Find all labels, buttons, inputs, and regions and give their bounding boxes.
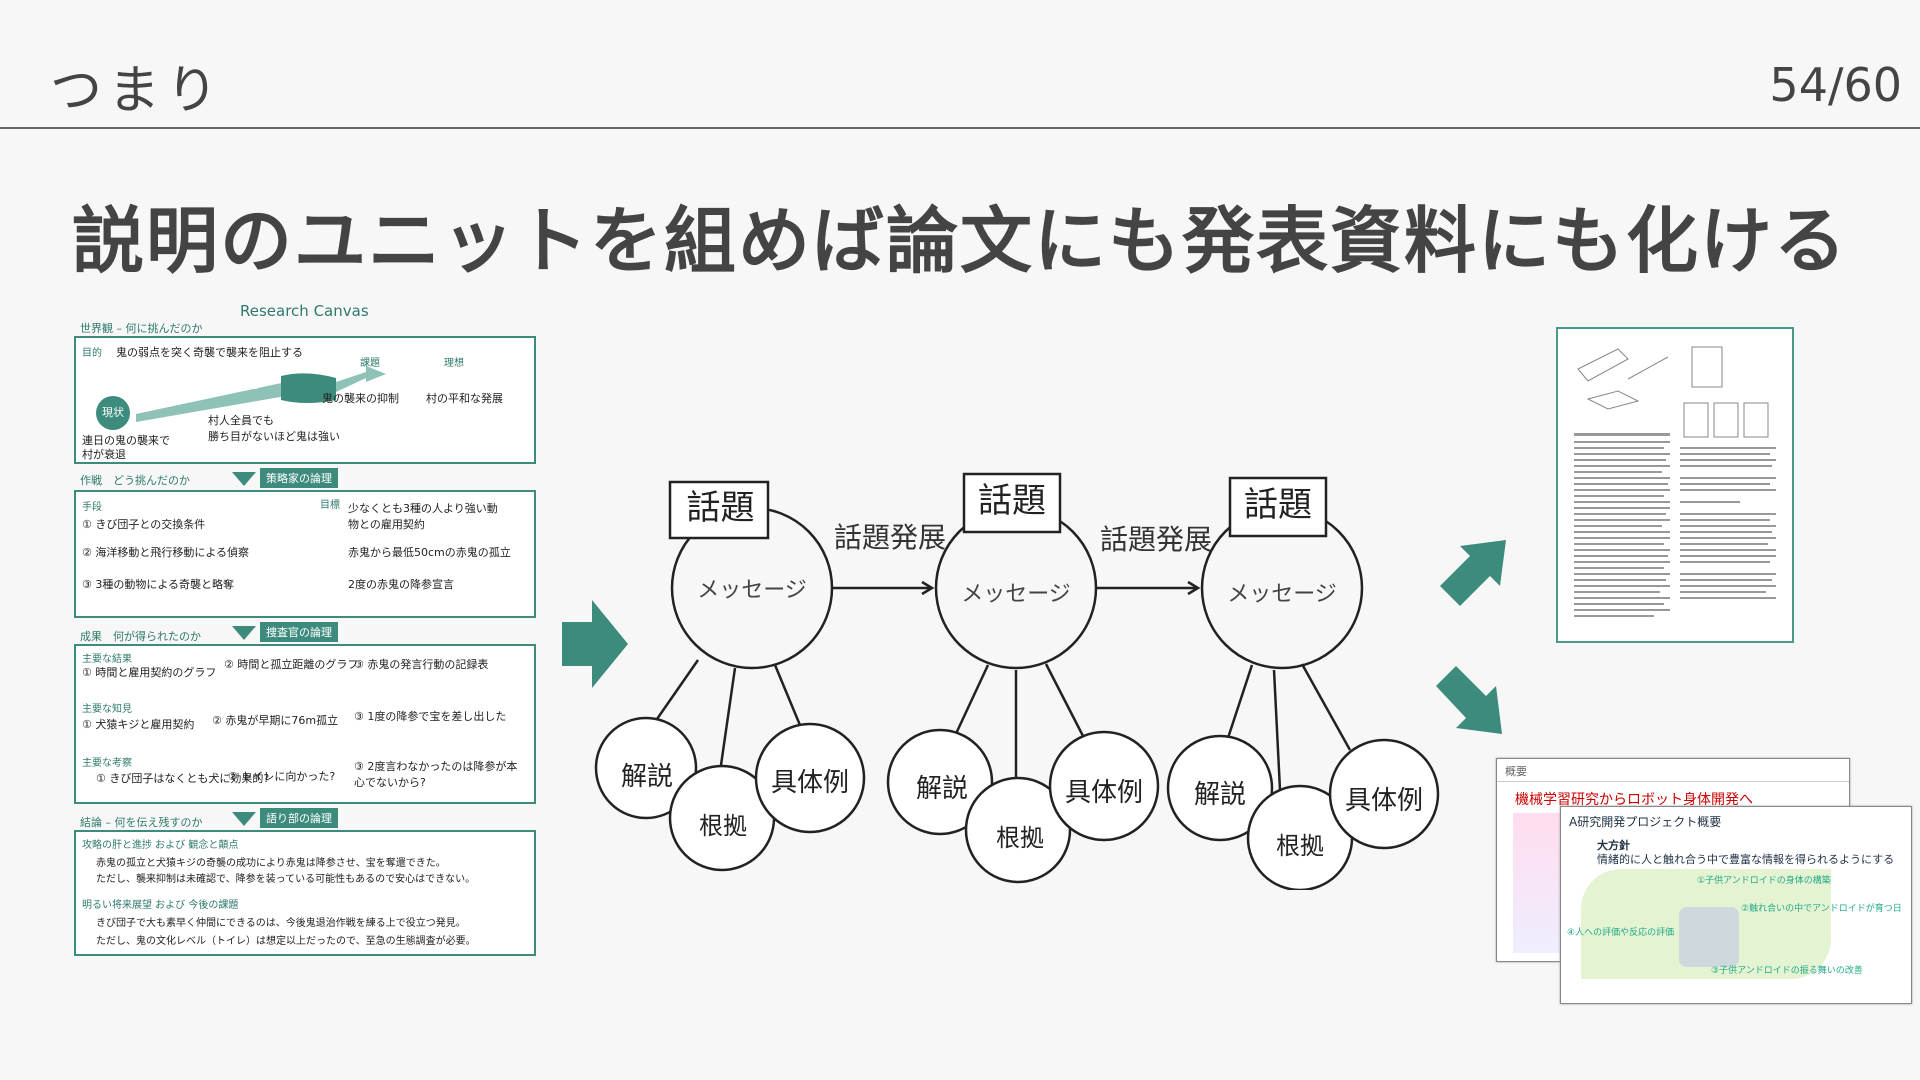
problem-tag: 問題 [236, 378, 258, 391]
arrow-to-slides-icon [1436, 666, 1502, 734]
means-1: ① きび団子との交換条件 [82, 518, 206, 531]
paper-content-graphic [1574, 346, 1776, 617]
result-3: ③ 赤鬼の発言行動の記録表 [354, 658, 489, 671]
slide-back-header: 概要 [1505, 765, 1527, 778]
example-label-3: 具体例 [1344, 786, 1423, 816]
message-label-2: メッセージ [961, 582, 1071, 607]
slide-front-title: A研究開発プロジェクト概要 [1569, 815, 1722, 829]
topic-development-label-2: 話題発展 [1100, 523, 1213, 556]
topic-development-label-1: 話題発展 [834, 521, 947, 554]
slide-headline: 説明のユニットを組めば論文にも発表資料にも化ける [71, 199, 1848, 283]
finding-2: ② 赤鬼が早期に76m孤立 [212, 714, 339, 727]
topic-label-1: 話題 [686, 488, 755, 528]
example-label-2: 具体例 [1064, 778, 1143, 808]
main-findings-label: 主要な知見 [82, 704, 132, 715]
means-2: ② 海洋移動と飛行移動による偵察 [82, 546, 250, 559]
goal-label: 目標 [320, 500, 340, 511]
section-label: つまり [50, 61, 225, 121]
message-label-1: メッセージ [697, 578, 807, 603]
explain-label-1: 解説 [620, 762, 673, 792]
canvas-title: Research Canvas [240, 302, 369, 320]
conclusion-text-3: きび団子で大も素早く仲間にできるのは、今後鬼退治作戦を練る上で役立つ発見。 [96, 918, 466, 929]
explain-label-3: 解説 [1193, 780, 1246, 810]
explanation-units-diagram [594, 472, 1440, 890]
conclusion-panel: 攻略の肝と進捗 および 観念と顛点 赤鬼の孤立と犬猿キジの奇襲の成功により赤鬼は… [74, 830, 536, 956]
result-1: ① 時間と雇用契約のグラフ [82, 666, 217, 679]
down-arrow-icon [232, 812, 256, 826]
topic-label-2: 話題 [978, 481, 1046, 521]
slide-front-sub: 情緒的に人と触れ合う中で豊富な情報を得られるようにする [1597, 853, 1895, 866]
conclusion-sub-1: 攻略の肝と進捗 および 観念と顛点 [82, 840, 239, 851]
current-text-1: 連日の鬼の襲来で [82, 434, 170, 447]
conclusion-sub-2: 明るい将来展望 および 今後の課題 [82, 900, 239, 911]
issue-text: 鬼の襲来の抑制 [322, 392, 399, 405]
progress-arrow-graphic [136, 366, 386, 422]
slide-item-3: ③子供アンドロイドの振る舞いの改善 [1711, 966, 1863, 976]
slide-back-timeline [1513, 813, 1563, 953]
slide-item-2: ②触れ合いの中でアンドロイドが育つ日 [1741, 904, 1902, 914]
conclusion-tag: 語り部の論理 [260, 808, 338, 828]
header-divider [0, 127, 1920, 129]
finding-1: ① 犬猿キジと雇用契約 [82, 718, 195, 731]
example-label-1: 具体例 [770, 768, 849, 798]
goal-3: 2度の赤鬼の降参宣言 [348, 578, 454, 591]
down-arrow-icon [232, 472, 256, 486]
strategy-label: 作戦 どう挑んだのか [80, 474, 190, 487]
topic-label-3: 話題 [1244, 485, 1312, 525]
slide-item-4: ④人への評価や反応の評価 [1567, 928, 1675, 938]
basis-label-2: 根拠 [996, 824, 1044, 852]
purpose-text: 鬼の弱点を突く奇襲で襲来を阻止する [116, 346, 303, 359]
goal-2: 赤鬼から最低50cmの赤鬼の孤立 [348, 546, 511, 559]
down-arrow-icon [232, 626, 256, 640]
slide-header: つまり 54/60 [0, 0, 1920, 130]
conclusion-label: 結論 – 何を伝え残すのか [80, 816, 203, 829]
goal-1: 少なくとも3種の人より強い動物との雇用契約 [348, 502, 498, 531]
strategy-tag: 策略家の論理 [260, 468, 338, 488]
right-arrow-icon [562, 600, 628, 688]
page-number: 54/60 [1769, 58, 1902, 112]
ideal-tag: 理想 [444, 358, 464, 369]
problem-text-1: 村人全員でも [208, 414, 274, 427]
current-text-2: 村が衰退 [82, 448, 126, 461]
slide-front-heading: 大方針 [1597, 839, 1630, 852]
consideration-3: ③ 2度言わなかったのは降参が本心でないから? [354, 760, 518, 789]
basis-label-1: 根拠 [699, 812, 747, 840]
slide-thumbnail-front: A研究開発プロジェクト概要 大方針 情緒的に人と触れ合う中で豊富な情報を得られる… [1560, 806, 1912, 1004]
means-3: ③ 3種の動物による奇襲と略奪 [82, 578, 235, 591]
main-considerations-label: 主要な考察 [82, 758, 132, 769]
consideration-1: ① きび団子はなくとも犬に効果的? [96, 772, 270, 785]
finding-3: ③ 1度の降参で宝を差し出した [354, 710, 507, 723]
ideal-text: 村の平和な発展 [426, 392, 503, 405]
means-label: 手段 [82, 502, 102, 513]
problem-text-2: 勝ち目がないほど鬼は強い [208, 430, 340, 443]
research-canvas: Research Canvas 世界観 – 何に挑んだのか 目的 鬼の弱点を突く… [74, 300, 536, 960]
paper-thumbnail [1556, 327, 1794, 643]
issue-tag: 課題 [360, 358, 380, 369]
robot-photo [1679, 907, 1739, 967]
results-label: 成果 何が得られたのか [80, 630, 201, 643]
consideration-2: ② トイレに向かった? [228, 770, 336, 783]
conclusion-text-1: 赤鬼の孤立と犬猿キジの奇襲の成功により赤鬼は降参させ、宝を奪還できた。 [96, 858, 446, 869]
worldview-panel: 目的 鬼の弱点を突く奇襲で襲来を阻止する 問題 課題 理想 現状 連日の鬼の襲来… [74, 336, 536, 464]
result-2: ② 時間と孤立距離のグラフ [224, 658, 359, 671]
main-results-label: 主要な結果 [82, 654, 132, 665]
arrow-to-paper-icon [1440, 540, 1506, 606]
slide-item-1: ①子供アンドロイドの身体の構築 [1697, 876, 1831, 886]
worldview-label: 世界観 – 何に挑んだのか [80, 322, 203, 335]
conclusion-text-2: ただし、襲来抑制は未確認で、降参を装っている可能性もあるので安心はできない。 [96, 874, 476, 885]
conclusion-text-4: ただし、鬼の文化レベル（トイレ）は想定以上だったので、至急の生態調査が必要。 [96, 936, 476, 947]
message-label-3: メッセージ [1227, 582, 1337, 607]
basis-label-3: 根拠 [1276, 832, 1324, 860]
results-panel: 主要な結果 ① 時間と雇用契約のグラフ ② 時間と孤立距離のグラフ ③ 赤鬼の発… [74, 644, 536, 804]
strategy-panel: 手段 目標 ① きび団子との交換条件 ② 海洋移動と飛行移動による偵察 ③ 3種… [74, 490, 536, 618]
slide-back-title: 機械学習研究からロボット身体開発へ [1515, 792, 1753, 808]
explain-label-2: 解説 [915, 774, 968, 804]
results-tag: 捜査官の論理 [260, 622, 338, 642]
current-badge: 現状 [96, 396, 130, 430]
purpose-label: 目的 [82, 348, 102, 359]
